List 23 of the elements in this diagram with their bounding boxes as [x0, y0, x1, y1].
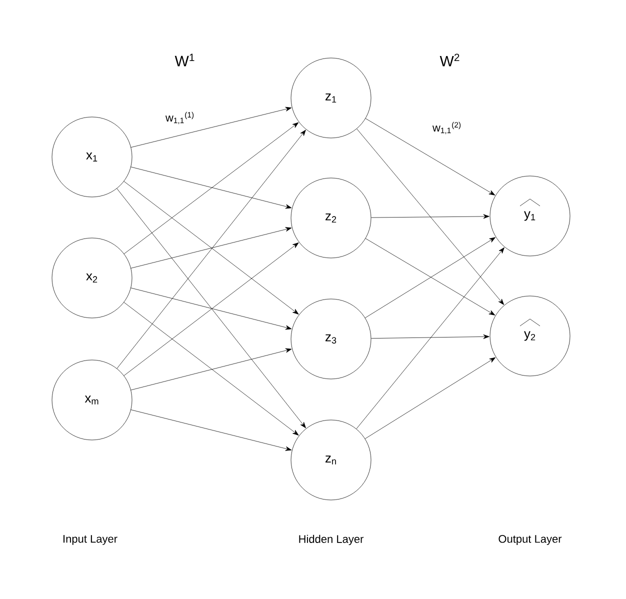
arrow — [124, 181, 299, 314]
weight-matrix-label: W$^{1}$ — [174, 54, 194, 66]
arrow — [130, 166, 292, 209]
arrow — [116, 130, 306, 369]
weight-matrix-label: W$^{2}$ — [440, 54, 460, 66]
arrow — [130, 410, 292, 451]
arrow — [130, 227, 292, 268]
arrow — [116, 188, 306, 428]
arrow — [124, 302, 299, 436]
arrow — [365, 118, 496, 196]
arrow — [371, 334, 490, 339]
layer-label: Input Layer — [64, 535, 118, 545]
arrow — [356, 247, 504, 430]
arrow — [130, 348, 292, 390]
arrow — [130, 106, 292, 148]
layer-label: Output Layer — [498, 535, 562, 545]
arrow — [371, 214, 490, 219]
arrow — [130, 288, 292, 330]
arrow — [364, 357, 496, 439]
arrow — [124, 242, 299, 376]
arrow — [356, 128, 504, 305]
layer-label: Hidden Layer — [299, 534, 364, 546]
arrow — [124, 122, 299, 254]
